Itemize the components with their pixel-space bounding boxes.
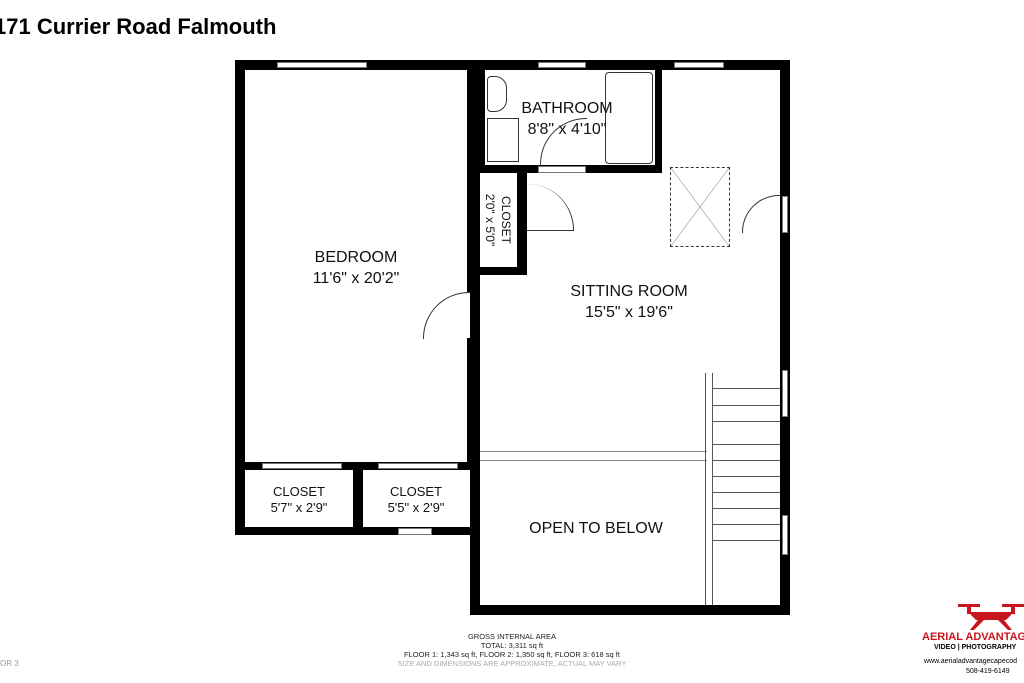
room-name: SITTING ROOM <box>570 283 688 300</box>
wall <box>477 70 485 173</box>
divider-line <box>480 451 707 461</box>
stair-step <box>712 405 780 406</box>
stair-step <box>712 540 780 541</box>
room-closet-right: CLOSET 5'5" x 2'9" <box>388 484 445 516</box>
room-sitting-room: SITTING ROOM 15'5" x 19'6" <box>570 281 687 323</box>
wall <box>655 60 662 173</box>
floor-label: OR 3 <box>0 659 19 668</box>
skylight-icon <box>670 167 730 247</box>
drone-icon <box>958 604 1024 630</box>
room-closet-left: CLOSET 5'7" x 2'9" <box>271 484 328 516</box>
window <box>538 62 586 68</box>
window <box>782 515 788 555</box>
logo-tagline: VIDEO | PHOTOGRAPHY <box>934 644 1017 651</box>
wall <box>353 462 363 535</box>
logo-phone: 508-419-6149 <box>966 668 1010 675</box>
stair-rail <box>705 373 713 605</box>
stair-step <box>712 508 780 509</box>
open-to-below-label: OPEN TO BELOW <box>529 520 663 537</box>
room-closet-small: CLOSET 2'0" x 5'0" <box>482 194 514 246</box>
wall <box>780 60 790 615</box>
area-heading: GROSS INTERNAL AREA <box>467 632 557 641</box>
room-name: BEDROOM <box>314 249 398 266</box>
door-opening <box>398 528 432 535</box>
toilet-icon <box>487 76 507 112</box>
stair-step <box>712 388 780 389</box>
door-swing <box>527 184 574 231</box>
window <box>674 62 724 68</box>
room-name: BATHROOM <box>521 100 613 117</box>
stair-step <box>712 492 780 493</box>
wall <box>235 60 245 535</box>
bathtub-icon <box>605 72 653 164</box>
room-name: CLOSET <box>272 484 325 499</box>
room-dims: 5'5" x 2'9" <box>387 500 445 515</box>
door-opening <box>538 166 586 173</box>
logo-name: AERIAL ADVANTAG <box>922 631 1024 643</box>
company-logo: AERIAL ADVANTAG VIDEO | PHOTOGRAPHY www.… <box>918 598 1024 683</box>
stair-step <box>712 421 780 422</box>
wall <box>517 173 527 275</box>
sink-icon <box>487 118 519 162</box>
area-total: TOTAL: 3,311 sq ft <box>480 641 544 650</box>
stair-step <box>712 460 780 461</box>
window <box>782 370 788 417</box>
room-dims: 2'0" x 5'0" <box>483 193 497 247</box>
room-name: CLOSET <box>389 484 442 499</box>
room-dims: 5'7" x 2'9" <box>270 500 328 515</box>
door-swing <box>742 195 780 233</box>
window <box>277 62 367 68</box>
window <box>782 196 788 233</box>
disclaimer: SIZE AND DIMENSIONS ARE APPROXIMATE, ACT… <box>397 659 627 668</box>
room-name: CLOSET <box>499 195 513 244</box>
stair-step <box>712 476 780 477</box>
page-title: 171 Currier Road Falmouth <box>0 14 277 39</box>
logo-website: www.aerialadvantagecapecod <box>924 658 1018 665</box>
wall <box>470 605 790 615</box>
stair-step <box>712 444 780 445</box>
room-dims: 11'6" x 20'2" <box>312 270 400 287</box>
wall <box>235 60 790 70</box>
wall <box>467 338 477 470</box>
room-bathroom: BATHROOM 8'8" x 4'10" <box>521 98 612 140</box>
room-bedroom: BEDROOM 11'6" x 20'2" <box>313 247 400 289</box>
door-swing <box>423 292 470 339</box>
wall <box>470 267 527 275</box>
area-floors: FLOOR 1: 1,343 sq ft, FLOOR 2: 1,350 sq … <box>404 650 620 659</box>
stair-step <box>712 524 780 525</box>
room-dims: 15'5" x 19'6" <box>585 304 673 321</box>
room-dims: 8'8" x 4'10" <box>527 121 607 138</box>
wall <box>470 173 480 275</box>
sliding-door <box>378 463 458 469</box>
sliding-door <box>262 463 342 469</box>
area-summary: GROSS INTERNAL AREA TOTAL: 3,311 sq ft F… <box>398 632 627 668</box>
